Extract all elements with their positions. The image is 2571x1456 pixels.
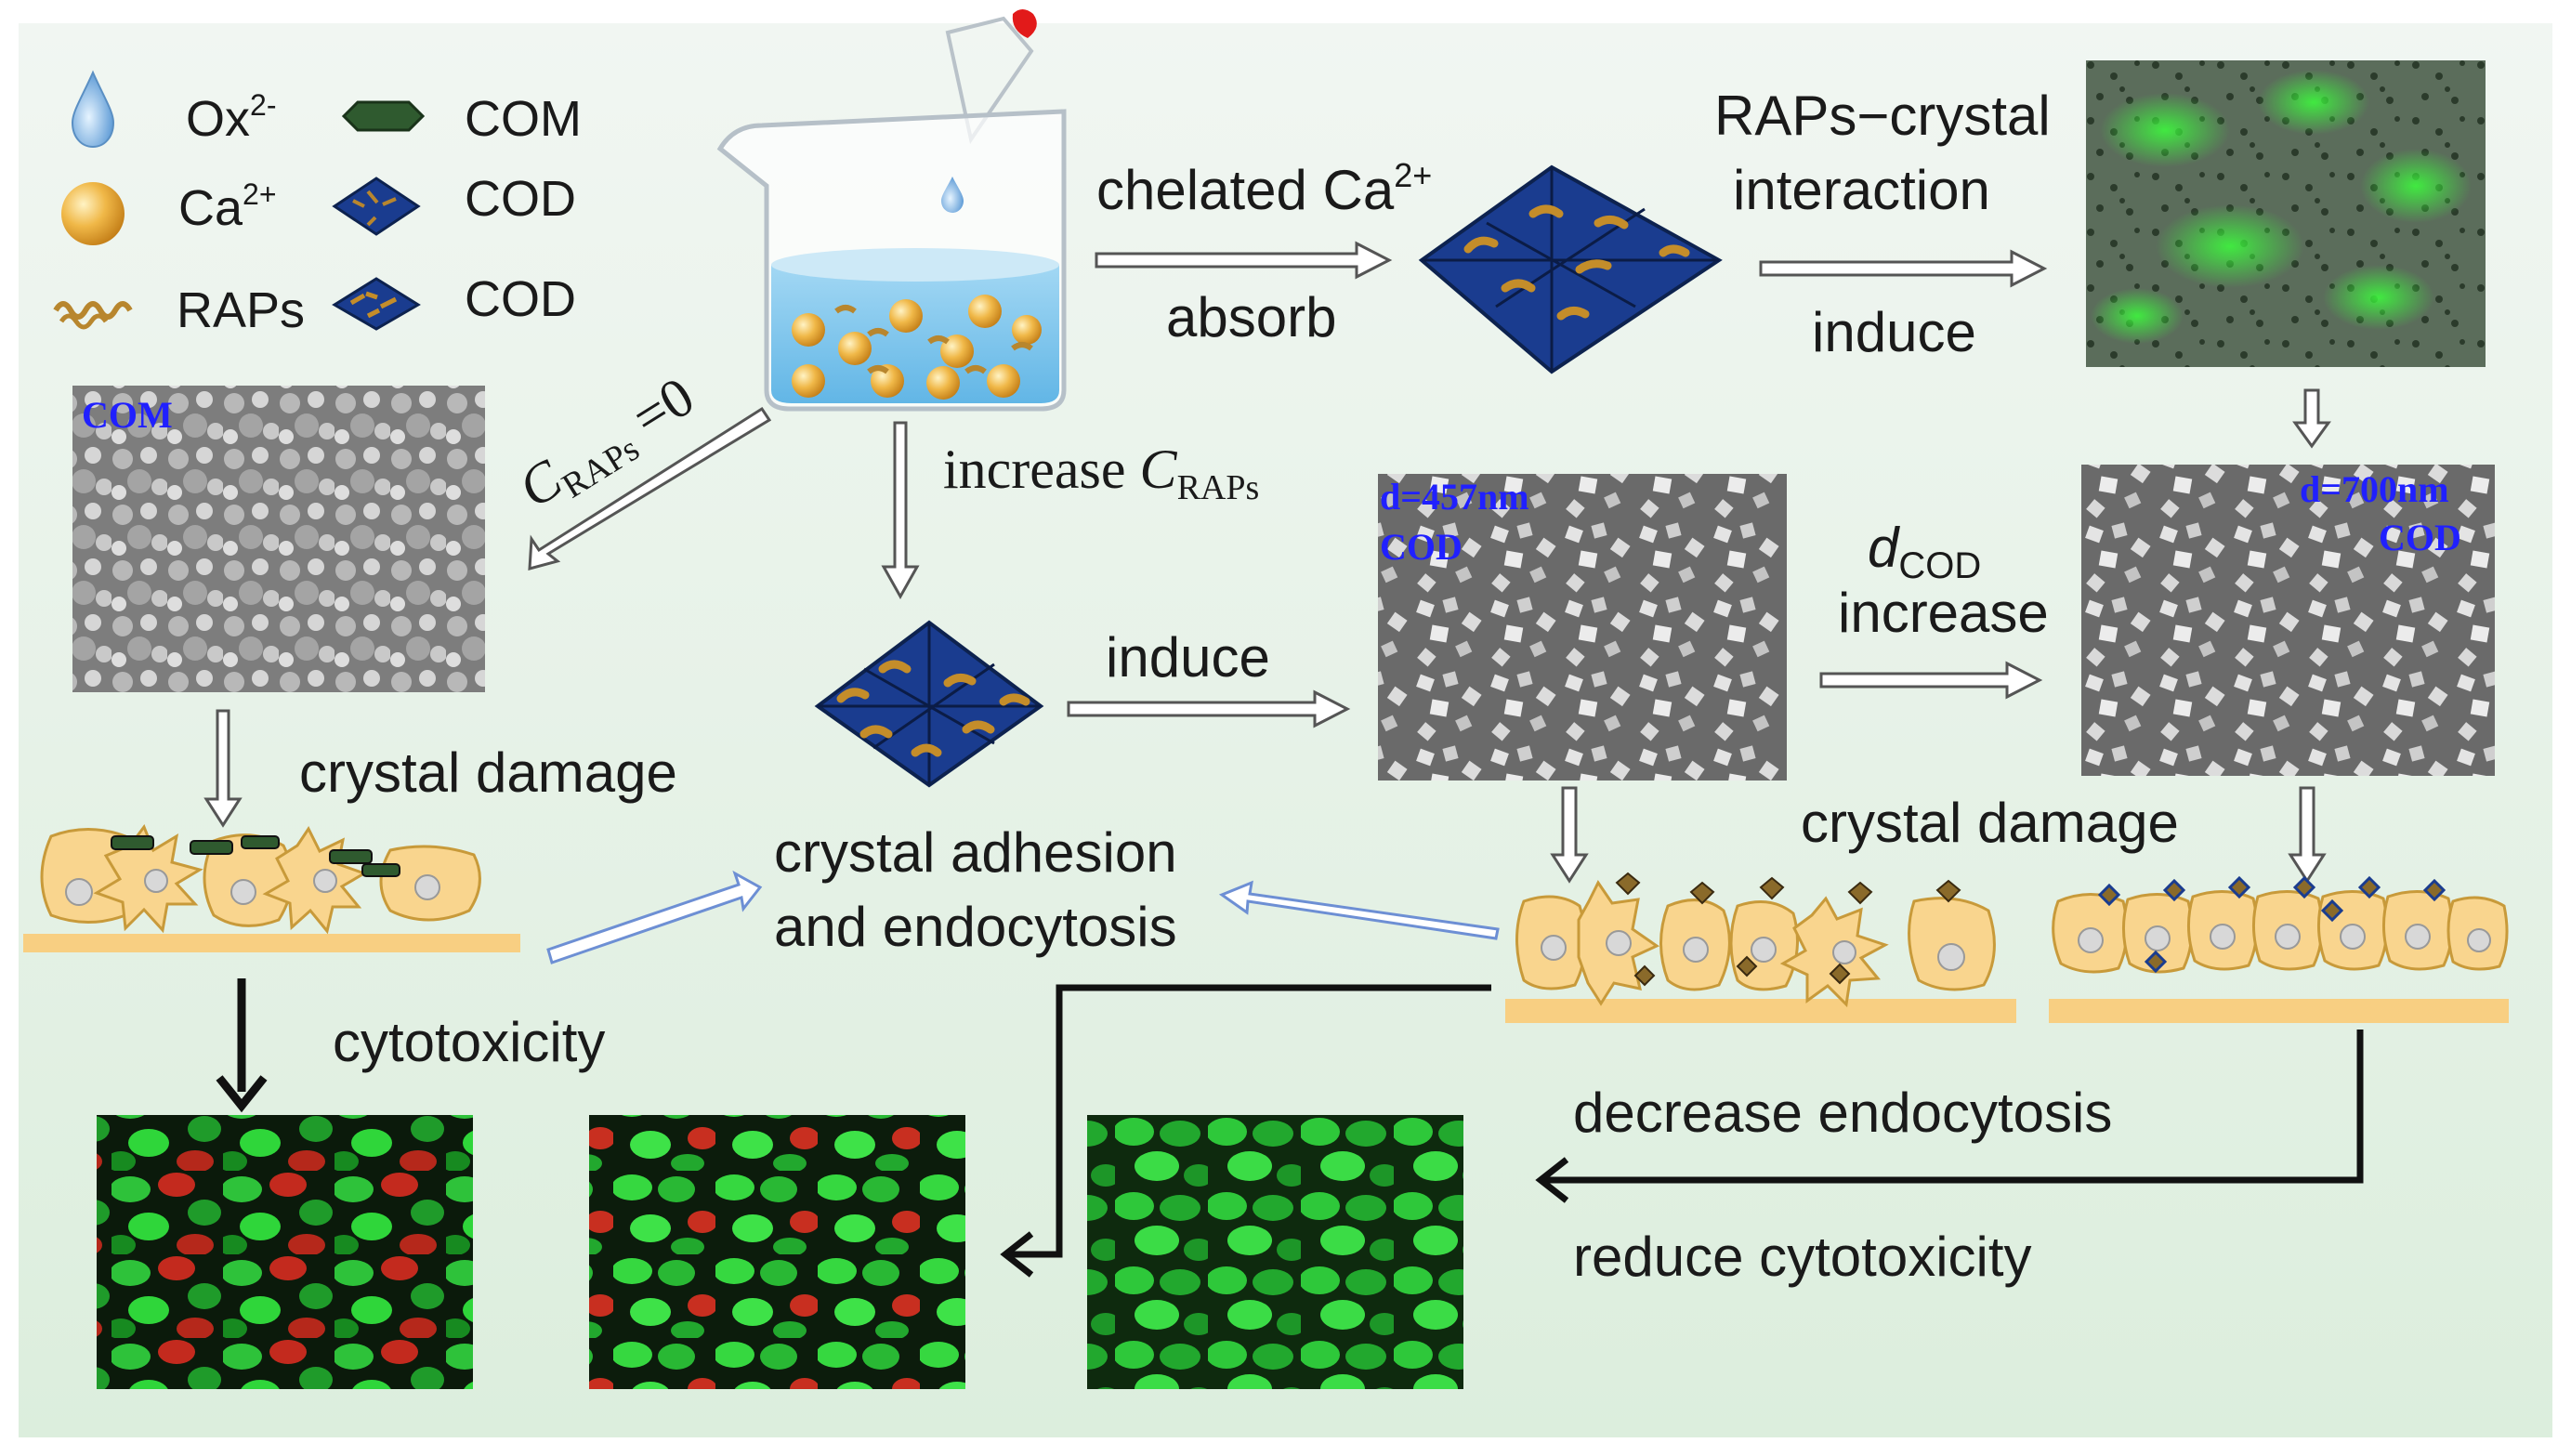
- cod700-cytotox-arrow-head: [1535, 1157, 1569, 1203]
- raps-crystal-label-2: interaction: [1733, 159, 1990, 221]
- pipette-bulb-icon: [1012, 9, 1037, 38]
- com-crystal-icon: [341, 100, 426, 132]
- com-sem-image: COM: [72, 386, 485, 692]
- com-sem-label: COM: [82, 394, 173, 436]
- cod457-cytotox-arrow-head: [1000, 1231, 1034, 1278]
- cytotoxicity-label: cytotoxicity: [333, 1011, 605, 1073]
- cod457-size-label: d=457nm: [1380, 476, 1529, 518]
- interaction-arrow: [1759, 249, 2048, 288]
- oxalate-drop-icon: [71, 70, 115, 149]
- cod-raps-crystal-large: [1418, 164, 1723, 374]
- cod700-cytotox-arrow: [1542, 1030, 2364, 1184]
- legend-raps-label: RAPs: [177, 282, 305, 338]
- adhesion-arrow-right: [1218, 880, 1500, 940]
- cod700-size-label: d=700nm: [2300, 468, 2449, 510]
- crystal-damage-right-label: crystal damage: [1801, 792, 2179, 854]
- induce-top-label: induce: [1812, 301, 1976, 363]
- chelated-arrow: [1095, 241, 1393, 280]
- pipette-icon: [945, 16, 1034, 144]
- cod457-cytotox-arrow: [1008, 984, 1491, 1258]
- legend-com-label: COM: [465, 91, 582, 147]
- liquid-surface: [771, 248, 1059, 282]
- cod-raps-crystal-icon: [332, 277, 421, 331]
- cod700-label: COD: [2379, 517, 2461, 558]
- dcod-label: dCOD: [1868, 517, 1981, 586]
- cells-cod457-damage: [1505, 872, 2016, 1023]
- chelated-label: chelated Ca2+: [1096, 156, 1432, 221]
- down-arrow-left-1: [203, 709, 243, 828]
- calcium-ion-icon: [61, 182, 125, 245]
- cod-crystal-icon: [332, 177, 421, 236]
- cod-raps-crystal-middle: [814, 620, 1044, 788]
- legend: Ox2- Ca2+ RAPs COM COD COD: [53, 70, 582, 338]
- legend-cod-label-1: COD: [465, 171, 576, 227]
- cells-com-damage: [23, 823, 520, 952]
- raps-icon: [53, 301, 133, 330]
- adhesion-label-2: and endocytosis: [774, 896, 1177, 958]
- dcod-arrow: [1819, 661, 2043, 700]
- crystal-damage-left-label: crystal damage: [299, 741, 677, 804]
- cod457-label: COD: [1380, 526, 1463, 568]
- fluorescence-image-com: [97, 1115, 473, 1389]
- craps-zero-arrow: [528, 406, 772, 571]
- fluorescence-image-cod700: [1087, 1115, 1463, 1389]
- legend-cod-label-2: COD: [465, 271, 576, 327]
- increase-craps-arrow: [881, 421, 920, 600]
- fluorescent-sem-image: [2086, 60, 2486, 367]
- fluorescence-image-cod457: [589, 1115, 965, 1389]
- down-arrow-cod457: [1550, 786, 1589, 884]
- increase-craps-label: increase CRAPs: [943, 439, 1259, 507]
- down-arrow-right-top: [2292, 388, 2331, 449]
- beaker-particles: [792, 295, 1042, 400]
- cod-457-sem-image: d=457nm COD: [1378, 474, 1787, 780]
- down-arrow-cod700: [2288, 786, 2327, 884]
- raps-crystal-label-1: RAPs−crystal: [1714, 85, 2051, 147]
- cytotoxicity-arrow-head: [216, 1075, 268, 1113]
- absorb-label: absorb: [1166, 286, 1336, 348]
- legend-ox-label: Ox2-: [186, 88, 276, 147]
- legend-ca-label: Ca2+: [178, 177, 277, 236]
- falling-drop-icon: [941, 177, 964, 213]
- adhesion-label-1: crystal adhesion: [774, 821, 1177, 884]
- induce-mid-label: induce: [1106, 626, 1270, 689]
- induce-mid-arrow: [1067, 689, 1351, 728]
- cells-cod700-damage: [2049, 875, 2509, 1023]
- dcod-increase-label: increase: [1838, 582, 2049, 644]
- beaker: [716, 9, 1067, 412]
- cod-700-sem-image: d=700nm COD: [2081, 465, 2495, 776]
- decrease-endocytosis-label: decrease endocytosis: [1573, 1082, 2112, 1144]
- adhesion-arrow-left: [546, 870, 763, 964]
- reduce-cytotoxicity-label: reduce cytotoxicity: [1573, 1226, 2032, 1288]
